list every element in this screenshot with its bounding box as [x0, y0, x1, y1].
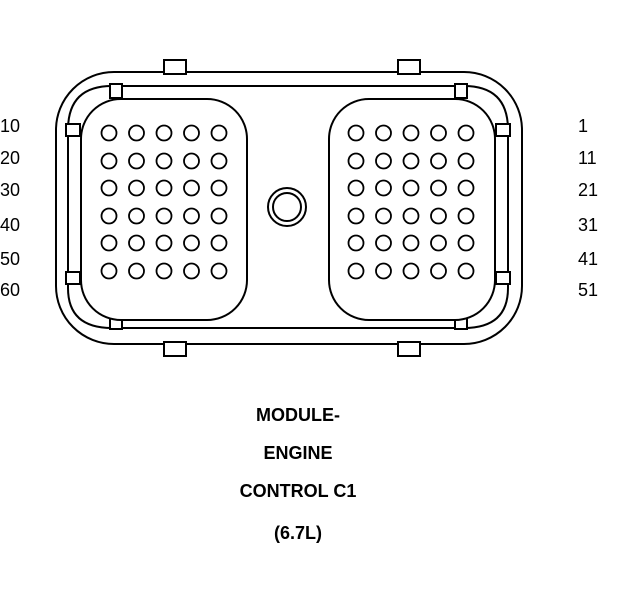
- frame-clip: [65, 123, 81, 137]
- pin-cavity-left: [210, 179, 228, 197]
- pin-cavity-left: [183, 124, 200, 142]
- pin-cavity-right: [457, 234, 475, 252]
- pin-cavity-left: [100, 262, 118, 280]
- pin-cavity-left: [155, 234, 173, 252]
- pin-cavity-right: [430, 179, 447, 197]
- pin-label-right: 41: [578, 249, 599, 269]
- pin-cavity-right: [430, 124, 447, 142]
- pin-cavity-right: [375, 262, 392, 280]
- pin-label-right: 31: [578, 215, 599, 235]
- pin-cavity-right: [430, 262, 447, 280]
- caption-line-2: ENGINE: [263, 443, 333, 463]
- pin-cavity-left: [183, 152, 200, 170]
- pin-cavity-left: [155, 124, 173, 142]
- pin-cavity-right: [430, 234, 447, 252]
- pin-cavity-left: [100, 207, 118, 225]
- pin-cavity-right: [430, 152, 447, 170]
- pin-cavity-left: [210, 152, 228, 170]
- pin-cavity-left: [128, 124, 145, 142]
- pin-cavity-left: [183, 179, 200, 197]
- pin-cavity-left: [210, 262, 228, 280]
- pin-cavity-right: [375, 234, 392, 252]
- pin-cavity-left: [210, 234, 228, 252]
- pin-label-left: 50: [0, 249, 21, 269]
- center-alignment-hole: [267, 187, 307, 227]
- pin-cavity-left: [128, 179, 145, 197]
- pin-label-left: 40: [0, 215, 21, 235]
- pin-label-left: 30: [0, 180, 21, 200]
- pin-cavity-left: [155, 207, 173, 225]
- frame-clip: [495, 271, 511, 285]
- pin-block-left: [80, 98, 248, 321]
- frame-clip: [65, 271, 81, 285]
- pin-cavity-right: [347, 179, 365, 197]
- pin-cavity-right: [347, 152, 365, 170]
- pin-cavity-left: [128, 207, 145, 225]
- pin-cavity-left: [210, 124, 228, 142]
- pin-label-right: 11: [578, 148, 597, 168]
- pin-label-right: 21: [578, 180, 599, 200]
- pin-cavity-left: [155, 179, 173, 197]
- pin-cavity-right: [457, 152, 475, 170]
- pin-cavity-right: [457, 124, 475, 142]
- pin-cavity-left: [155, 152, 173, 170]
- pin-cavity-right: [457, 262, 475, 280]
- pin-cavity-right: [402, 152, 420, 170]
- pin-cavity-left: [183, 234, 200, 252]
- pin-cavity-right: [375, 124, 392, 142]
- pin-cavity-left: [210, 207, 228, 225]
- pin-cavity-left: [183, 207, 200, 225]
- frame-clip: [109, 83, 123, 99]
- pin-cavity-right: [402, 262, 420, 280]
- pin-label-left: 20: [0, 148, 21, 168]
- pin-cavity-left: [100, 152, 118, 170]
- pin-cavity-right: [375, 152, 392, 170]
- frame-clip: [495, 123, 511, 137]
- caption-line-4: (6.7L): [273, 523, 322, 543]
- center-alignment-hole-inner: [272, 192, 302, 222]
- pin-cavity-left: [128, 152, 145, 170]
- pin-block-right: [328, 98, 496, 321]
- caption-line-3: CONTROL C1: [239, 481, 357, 501]
- pin-cavity-right: [347, 234, 365, 252]
- pin-cavity-left: [155, 262, 173, 280]
- pin-cavity-left: [100, 234, 118, 252]
- pin-cavity-left: [128, 262, 145, 280]
- pin-cavity-right: [402, 179, 420, 197]
- pin-cavity-right: [347, 124, 365, 142]
- latch-tab-bottom-right: [397, 341, 421, 357]
- pin-label-right: 51: [578, 280, 599, 300]
- pin-cavity-right: [430, 207, 447, 225]
- pin-cavity-left: [183, 262, 200, 280]
- pin-cavity-left: [128, 234, 145, 252]
- pin-label-left: 60: [0, 280, 21, 300]
- latch-tab-top-right: [397, 59, 421, 75]
- pin-cavity-right: [347, 207, 365, 225]
- connector-housing: [55, 71, 523, 345]
- pin-cavity-right: [457, 207, 475, 225]
- latch-tab-top-left: [163, 59, 187, 75]
- pin-cavity-right: [402, 234, 420, 252]
- frame-clip: [454, 83, 468, 99]
- pin-cavity-right: [375, 207, 392, 225]
- pin-cavity-right: [457, 179, 475, 197]
- pin-cavity-right: [402, 124, 420, 142]
- pin-cavity-right: [347, 262, 365, 280]
- latch-tab-bottom-left: [163, 341, 187, 357]
- pin-label-right: 1: [578, 116, 589, 136]
- pin-cavity-left: [100, 124, 118, 142]
- pin-cavity-right: [375, 179, 392, 197]
- caption-line-1: MODULE-: [256, 405, 340, 425]
- pin-label-left: 10: [0, 116, 21, 136]
- pin-cavity-left: [100, 179, 118, 197]
- pin-cavity-right: [402, 207, 420, 225]
